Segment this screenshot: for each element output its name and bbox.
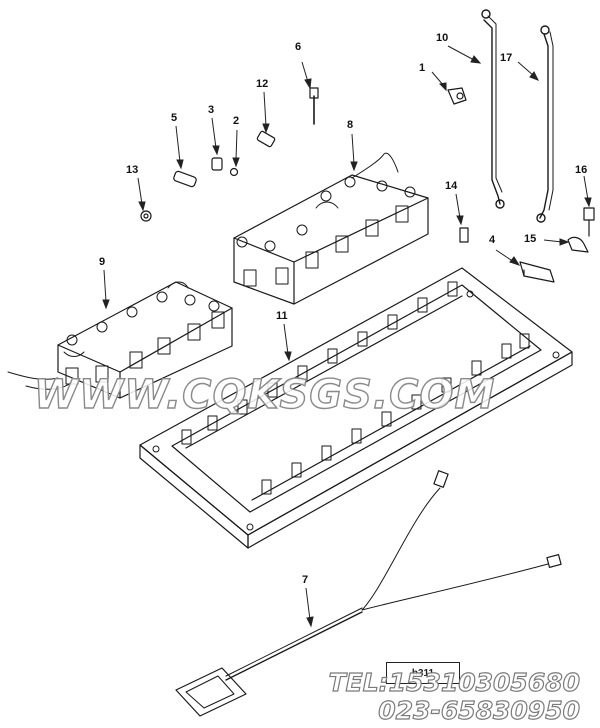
oil-tube-10 (481, 9, 505, 209)
rocker-lever-assembly-right (233, 152, 429, 305)
pin-5 (173, 170, 197, 188)
screw-12 (256, 130, 276, 148)
phone-number-alt: 023-65830950 (378, 695, 581, 725)
callout-16: 16 (575, 164, 588, 176)
callout-12: 12 (256, 78, 269, 90)
leader-arrows (102, 45, 592, 628)
figure-code-box: b311 (386, 662, 460, 684)
callout-3: 3 (208, 104, 215, 116)
callout-5: 5 (171, 112, 178, 124)
callout-7: 7 (302, 574, 309, 586)
plug-14 (459, 227, 469, 243)
telephone-number: TEL:15310305680 (328, 667, 581, 697)
bolt-6 (309, 87, 319, 125)
rocker-lever-assembly-left (7, 281, 233, 399)
callout-13: 13 (126, 164, 139, 176)
callout-2: 2 (233, 115, 240, 127)
washer-13 (140, 210, 152, 222)
clamp-block-4 (519, 261, 555, 283)
spacer-2 (229, 167, 239, 177)
callout-11: 11 (276, 310, 288, 322)
nut-3 (211, 157, 223, 171)
rocker-housing-frame (139, 267, 573, 549)
callout-4: 4 (489, 234, 496, 246)
callout-14: 14 (445, 180, 458, 192)
wiring-harness (175, 470, 562, 717)
clamp-bracket-1 (447, 87, 467, 105)
callout-15: 15 (524, 233, 537, 245)
callout-1: 1 (419, 62, 426, 74)
callout-17: 17 (500, 52, 513, 64)
callout-6: 6 (295, 41, 302, 53)
watermark-url: WWW.CQKSGS.COM (33, 371, 496, 418)
callout-10: 10 (436, 32, 449, 44)
clip-15 (567, 236, 589, 253)
oil-tube-17 (536, 25, 554, 223)
callout-8: 8 (347, 119, 354, 131)
bolt-16 (583, 207, 595, 237)
callout-9: 9 (99, 256, 106, 268)
